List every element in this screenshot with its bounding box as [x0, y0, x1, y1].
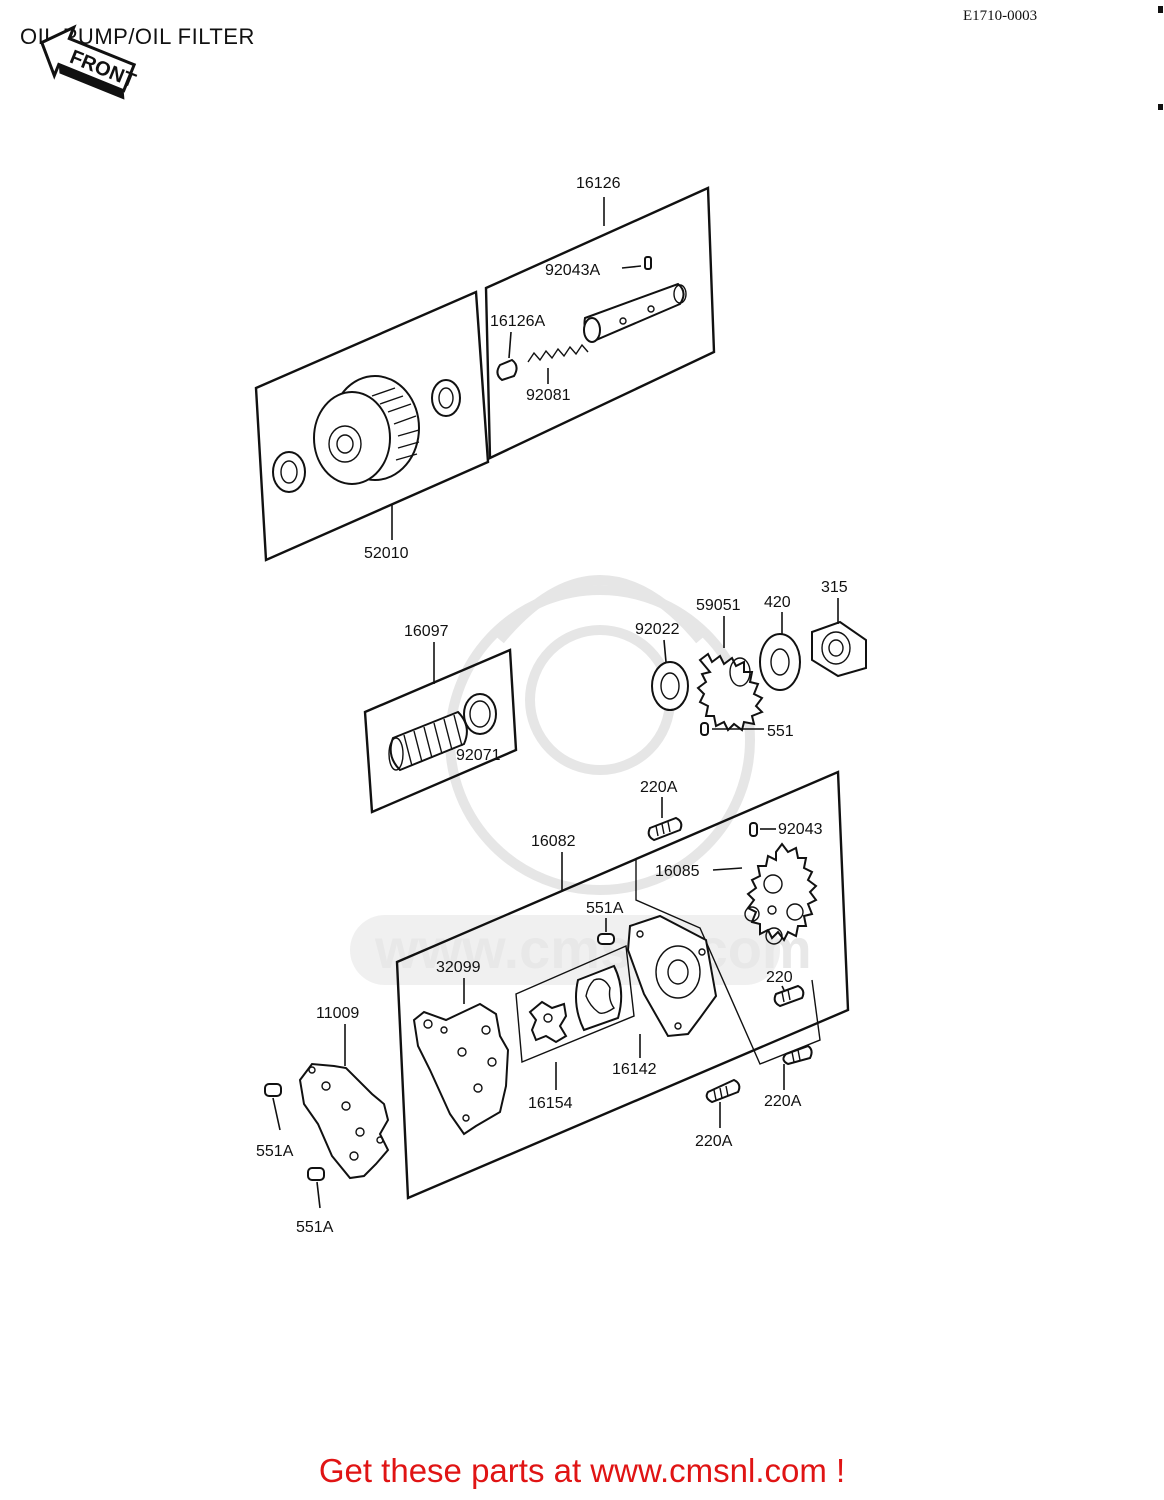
- watermark-text: www.cmsnl.com: [374, 917, 812, 980]
- part-label: 220: [766, 969, 793, 986]
- pin-551a-left-lower: [307, 1167, 325, 1181]
- part-label: 551: [767, 723, 794, 740]
- part-label: 420: [764, 594, 791, 611]
- inner-rotor: [528, 1000, 568, 1044]
- oil-pump-panel: [395, 770, 850, 1200]
- part-label: 16126: [576, 175, 621, 192]
- bolt-220a-top: [647, 816, 683, 842]
- washer-92022: [651, 661, 689, 711]
- part-label: 315: [821, 579, 848, 596]
- part-label: 220A: [695, 1133, 733, 1150]
- pin-92043: [749, 822, 758, 837]
- relief-valve-plunger: [496, 358, 518, 382]
- front-arrow-icon: FRONT: [39, 24, 139, 100]
- washer-420: [759, 633, 801, 691]
- part-label: 16097: [404, 623, 449, 640]
- part-label: 92022: [635, 621, 680, 638]
- bolt-220a-lower: [705, 1078, 741, 1104]
- part-label: 16142: [612, 1061, 657, 1078]
- part-label: 92081: [526, 387, 571, 404]
- bolt-220: [773, 984, 805, 1008]
- part-label: 220A: [764, 1093, 802, 1110]
- part-label: 551A: [256, 1143, 294, 1160]
- oil-screen: [388, 710, 468, 772]
- part-label: 32099: [436, 959, 481, 976]
- watermark-logo: www.cmsnl.com: [350, 575, 812, 985]
- relief-valve-body: [583, 282, 687, 343]
- part-label: 220A: [640, 779, 678, 796]
- part-label: 16082: [531, 833, 576, 850]
- pin-551: [700, 722, 709, 736]
- parts-diagram: www.cmsnl.com FRONT 52010: [39, 6, 1163, 1236]
- part-label: 11009: [316, 1005, 359, 1022]
- gear-59051: [696, 652, 764, 732]
- relief-valve-spring: [527, 343, 589, 363]
- filter-oring-left: [272, 451, 306, 493]
- edge-mark: [1158, 6, 1163, 13]
- pump-cover-32099: [412, 1002, 510, 1136]
- part-label: 551A: [586, 900, 624, 917]
- part-label: 16085: [655, 863, 700, 880]
- screen-oring: [463, 693, 497, 735]
- edge-mark: [1158, 104, 1163, 110]
- pump-subpanel: [635, 860, 821, 1065]
- oil-screen-panel: [363, 648, 518, 814]
- oil-filter-panel: [254, 290, 490, 562]
- gasket-11009: [298, 1062, 390, 1180]
- part-label: 92071: [456, 747, 501, 764]
- pump-body-16142: [626, 914, 718, 1038]
- rotor-subpanel: [515, 944, 635, 1064]
- get-parts-link[interactable]: Get these parts at www.cmsnl.com !: [318, 1452, 846, 1489]
- part-label: 52010: [364, 545, 409, 562]
- bolt-220a-right: [782, 1044, 813, 1066]
- part-label: 59051: [696, 597, 741, 614]
- pin-92043A: [644, 256, 652, 270]
- oil-filter-element: [313, 375, 420, 485]
- relief-valve-panel: [484, 186, 716, 460]
- pin-551a-center: [597, 933, 615, 945]
- part-label: 16154: [528, 1095, 573, 1112]
- part-label: 551A: [296, 1219, 334, 1236]
- pin-551a-left-upper: [264, 1083, 282, 1097]
- part-label: 16126A: [490, 313, 545, 330]
- outer-rotor: [575, 964, 623, 1032]
- pump-gear-16085: [744, 842, 818, 945]
- part-label: 92043: [778, 821, 823, 838]
- diagram-code: E1710-0003: [963, 8, 1038, 24]
- filter-oring-right: [431, 379, 461, 417]
- part-label: 92043A: [545, 262, 600, 279]
- nut-315: [811, 620, 867, 678]
